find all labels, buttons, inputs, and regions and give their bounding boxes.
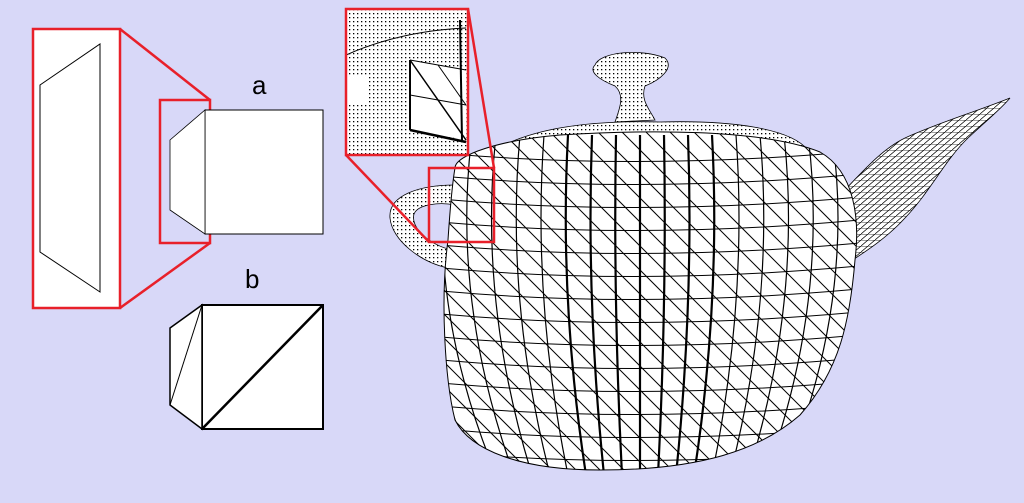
panel-b-diagonal: [201, 304, 324, 430]
mesh-line: [444, 131, 659, 470]
panel-a-square: [204, 109, 324, 235]
mesh-curve: [444, 218, 857, 232]
mesh-line: [715, 131, 857, 470]
mesh-line: [956, 130, 1024, 480]
mesh-line: [444, 131, 635, 470]
panel-a-label: a: [252, 70, 267, 100]
mesh-line: [763, 131, 857, 470]
mesh-line: [499, 131, 851, 470]
teapot-zoom-connector-right: [466, 8, 496, 169]
mesh-curve: [490, 134, 533, 470]
mesh-line: [444, 131, 539, 470]
mesh-curve: [692, 134, 716, 470]
teapot-spout: [834, 97, 1011, 266]
mesh-curve: [343, 135, 424, 475]
mesh-line: [444, 131, 683, 470]
teapot-zoom-box: [344, 7, 470, 157]
panel-a: a: [31, 27, 324, 310]
mesh-curve: [444, 356, 857, 370]
mesh-line: [932, 130, 1024, 480]
mesh-curve: [444, 333, 857, 347]
mesh-curve: [614, 134, 624, 470]
panel-b-side-diagonal: [169, 304, 203, 406]
teapot-zoom-connector-left: [345, 154, 430, 243]
panel-a-side-face: [169, 109, 206, 235]
mesh-curve: [444, 149, 857, 163]
mesh-curve: [444, 195, 857, 209]
mesh-curve: [444, 134, 497, 470]
mesh-line: [444, 131, 779, 470]
mesh-line: [1004, 130, 1024, 480]
teapot-mesh: [343, 130, 1024, 480]
mesh-line: [451, 131, 803, 470]
mesh-curve: [674, 134, 691, 470]
panel-b-side-face: [169, 303, 203, 431]
mesh-curve: [564, 134, 588, 470]
mesh-line: [595, 131, 857, 470]
mesh-line: [444, 131, 611, 470]
teapot-body: [443, 131, 858, 471]
mesh-line: [571, 131, 857, 470]
mesh-line: [739, 131, 857, 470]
mesh-curve: [444, 172, 857, 186]
mesh-line: [619, 131, 857, 470]
teapot-handle: [389, 184, 456, 269]
mesh-line: [444, 131, 587, 470]
mesh-line: [787, 131, 857, 470]
mesh-line: [475, 131, 827, 470]
mesh-curve: [747, 134, 790, 470]
teapot-zoom-detail: [346, 19, 467, 144]
mesh-line: [444, 131, 755, 470]
panel-b: b: [169, 264, 324, 431]
panel-a-zoomed-face: [39, 43, 101, 293]
mesh-line: [643, 131, 857, 470]
mesh-line: [444, 131, 731, 470]
teapot-wireframe: [343, 52, 1024, 480]
mesh-curve: [368, 135, 442, 475]
mesh-curve: [515, 134, 551, 470]
mesh-curve: [711, 134, 740, 470]
panel-b-label: b: [245, 264, 259, 294]
mesh-curve: [589, 134, 606, 470]
mesh-line: [980, 130, 1024, 480]
teapot-knob: [592, 52, 669, 123]
panel-a-connector-bottom: [119, 241, 211, 310]
mesh-line: [667, 131, 857, 470]
mesh-curve: [656, 134, 666, 470]
panel-a-connector-top: [119, 28, 211, 101]
mesh-line: [444, 131, 707, 470]
mesh-curve: [444, 379, 857, 393]
teapot-source-box: [427, 166, 496, 244]
mesh-curve: [444, 241, 857, 255]
mesh-line: [691, 131, 857, 470]
teapot-zoom: [344, 7, 496, 244]
mesh-line: [444, 131, 563, 470]
mesh-curve: [729, 134, 765, 470]
